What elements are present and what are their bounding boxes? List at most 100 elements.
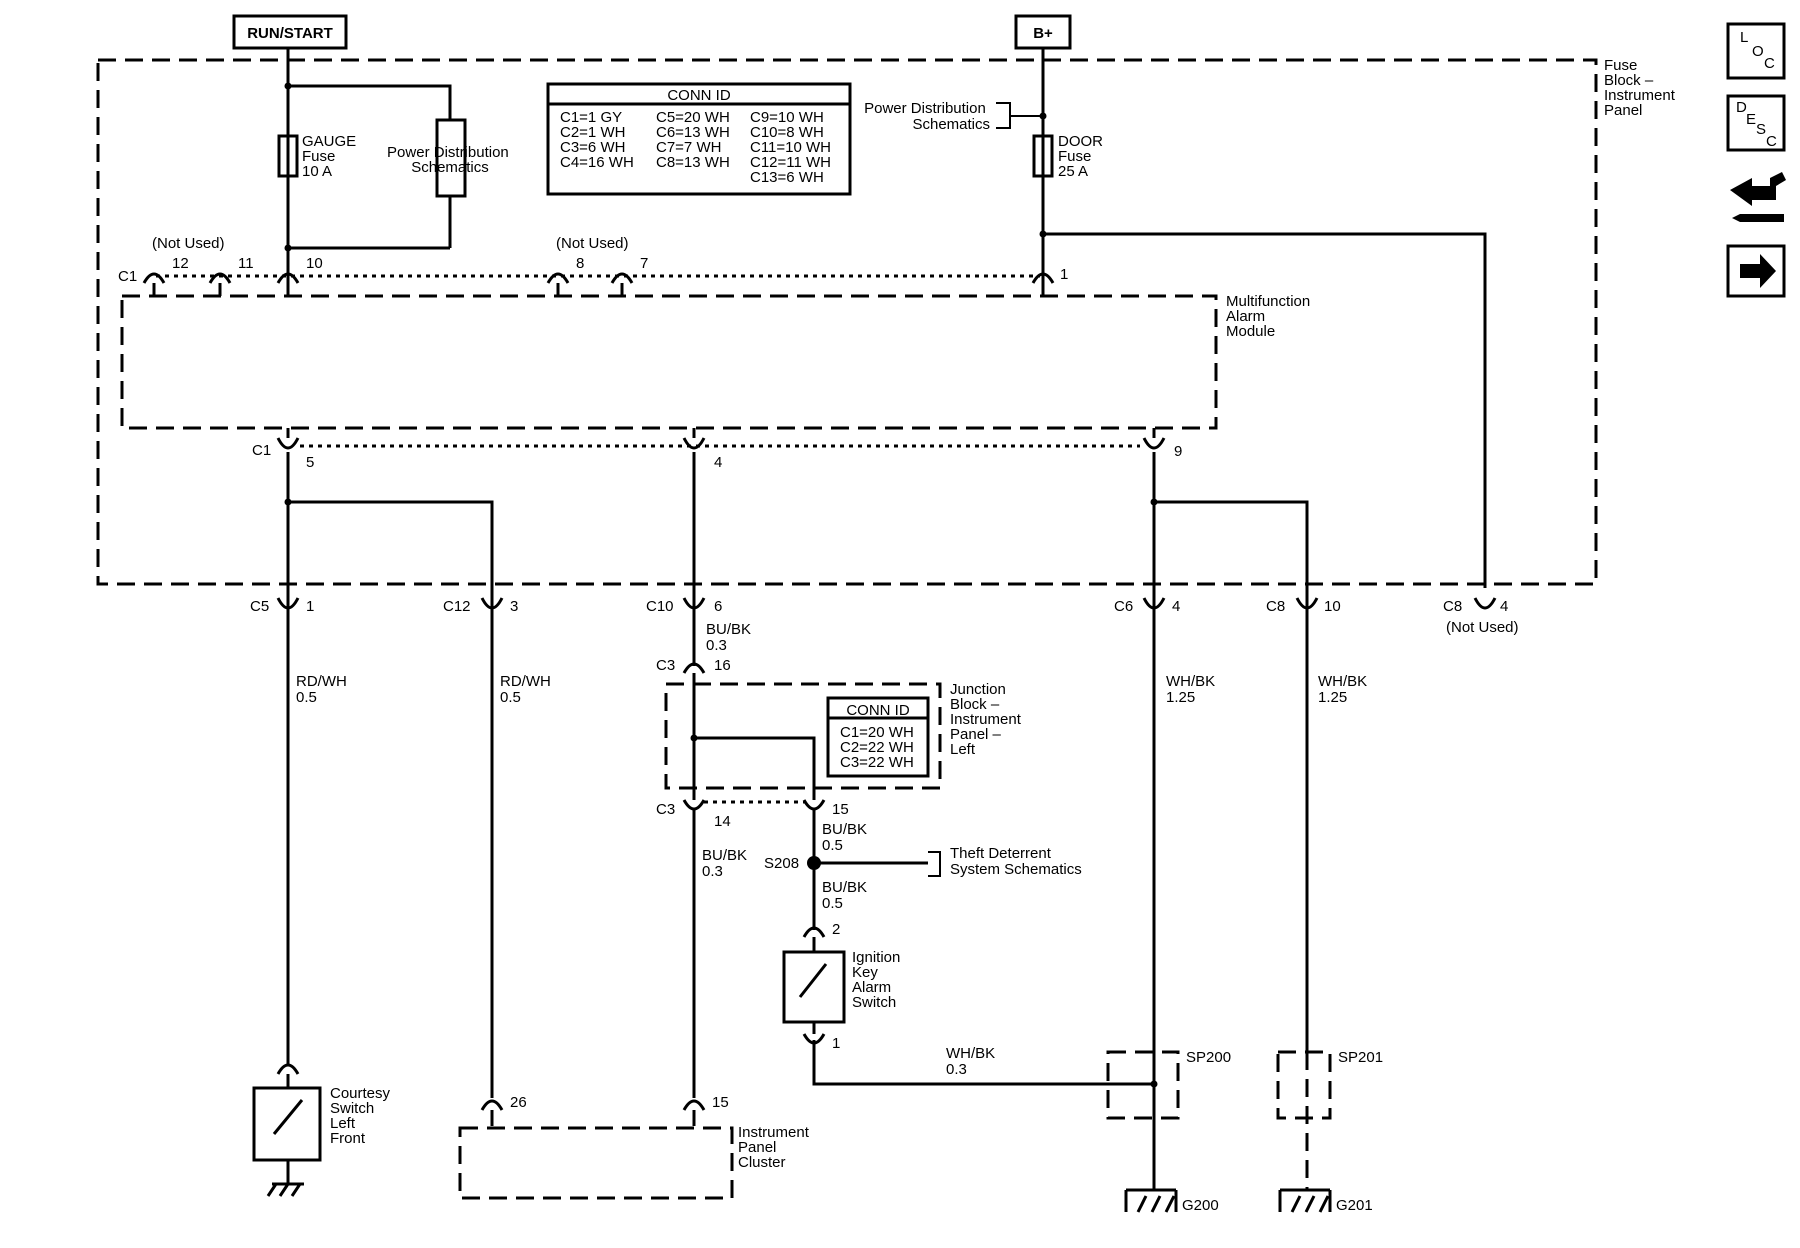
svg-text:1: 1	[1060, 266, 1068, 283]
sp200-label: SP200	[1186, 1049, 1231, 1066]
svg-text:C5: C5	[250, 598, 269, 615]
pin-10: 10	[276, 255, 323, 296]
svg-text:D: D	[1736, 99, 1747, 116]
svg-text:RUN/START: RUN/START	[247, 25, 333, 42]
svg-text:C2=22 WH: C2=22 WH	[840, 739, 914, 756]
wire-label-bubk-4: BU/BK 0.5	[822, 879, 871, 912]
desc-icon[interactable]: D E S C	[1726, 94, 1786, 152]
svg-text:9: 9	[1174, 443, 1182, 460]
svg-text:C6: C6	[1114, 598, 1133, 615]
svg-text:C10=8 WH: C10=8 WH	[750, 124, 824, 141]
loc-icon[interactable]: L O C	[1726, 22, 1786, 80]
svg-text:7: 7	[640, 255, 648, 272]
svg-text:C6=13 WH: C6=13 WH	[656, 124, 730, 141]
junction-out-c3-14: C3 14	[656, 799, 731, 830]
junction-block-label: Junction Block – Instrument Panel – Left	[950, 681, 1025, 758]
svg-text:1: 1	[832, 1035, 840, 1052]
junction-out-15: 15	[802, 799, 849, 818]
junction-in-c3-16: C3 16	[656, 657, 731, 674]
svg-text:C5=20 WH: C5=20 WH	[656, 109, 730, 126]
multifunction-alarm-module	[120, 294, 1218, 430]
svg-text:2: 2	[832, 921, 840, 938]
conn-c8-pin10: C8 10	[1266, 590, 1341, 620]
svg-text:C13=6 WH: C13=6 WH	[750, 169, 824, 186]
cluster-pin-15: 15	[682, 1094, 729, 1126]
svg-text:G200: G200	[1182, 1197, 1219, 1214]
wire-label-bubk-2: BU/BK 0.3	[702, 847, 751, 880]
svg-text:E: E	[1746, 111, 1756, 128]
svg-text:10: 10	[306, 255, 323, 272]
wire-label-rdwh-2: RD/WH 0.5	[500, 673, 555, 706]
gauge-fuse-label: GAUGE Fuse 10 A	[302, 133, 360, 180]
svg-text:12: 12	[172, 255, 189, 272]
conn-c12-pin3: C12 3	[443, 590, 518, 620]
pin-5: 5	[276, 428, 314, 471]
ignition-switch-label: Ignition Key Alarm Switch	[852, 949, 905, 1011]
cluster-label: Instrument Panel Cluster	[738, 1124, 813, 1171]
ground-g200: G200	[1124, 1188, 1219, 1214]
ignition-key-alarm-switch: 2 1	[782, 921, 846, 1052]
courtesy-switch-left-front	[252, 1063, 322, 1197]
pin-11: 11	[208, 255, 254, 296]
junction-conn-id-table: CONN ID C1=20 WH C2=22 WH C3=22 WH	[826, 696, 930, 778]
conn-c5-pin1: C5 1	[250, 590, 314, 620]
svg-text:O: O	[1752, 43, 1764, 60]
svg-text:14: 14	[714, 813, 731, 830]
conn-c8-pin4-not-used: C8 4 (Not Used)	[1443, 597, 1519, 636]
svg-text:CONN ID: CONN ID	[667, 87, 731, 104]
svg-text:S: S	[1756, 121, 1766, 138]
svg-text:3: 3	[510, 598, 518, 615]
power-distribution-left-label: Power Distribution Schematics	[387, 144, 513, 176]
not-used-label-mid: (Not Used)	[556, 235, 629, 252]
svg-text:C8: C8	[1443, 598, 1462, 615]
svg-text:C1=1 GY: C1=1 GY	[560, 109, 622, 126]
fuse-block-label: Fuse Block – Instrument Panel	[1604, 57, 1679, 119]
svg-text:L: L	[1740, 29, 1748, 46]
conn-c6-pin4: C6 4	[1114, 590, 1180, 620]
svg-text:C10: C10	[646, 598, 674, 615]
pin-9: 9	[1142, 428, 1182, 460]
sp200	[1106, 1050, 1180, 1120]
cluster-pin-26: 26	[480, 1094, 527, 1126]
svg-text:C3=6 WH: C3=6 WH	[560, 139, 625, 156]
next-arrow-icon[interactable]	[1726, 244, 1786, 298]
svg-text:26: 26	[510, 1094, 527, 1111]
pin-1: 1	[1031, 266, 1068, 296]
svg-text:4: 4	[714, 454, 722, 471]
power-distribution-right-label: Power Distribution Schematics	[864, 100, 990, 133]
svg-text:4: 4	[1500, 598, 1508, 615]
svg-text:5: 5	[306, 454, 314, 471]
conn-id-table: CONN ID C1=1 GY C5=20 WH C9=10 WH C2=1 W…	[546, 82, 852, 196]
svg-text:B+: B+	[1033, 25, 1053, 42]
connector-icon[interactable]	[1730, 172, 1786, 222]
junction-block-instrument-panel-left	[664, 682, 942, 790]
svg-text:C3: C3	[656, 801, 675, 818]
svg-text:C4=16 WH: C4=16 WH	[560, 154, 634, 171]
svg-text:(Not Used): (Not Used)	[1446, 619, 1519, 636]
conn-c10-pin6: C10 6	[646, 590, 722, 620]
svg-text:C3: C3	[656, 657, 675, 674]
svg-text:C9=10 WH: C9=10 WH	[750, 109, 824, 126]
svg-text:C: C	[1764, 55, 1775, 72]
instrument-panel-cluster	[458, 1126, 734, 1200]
svg-text:C: C	[1766, 133, 1777, 150]
wire-label-whbk-1: WH/BK 1.25	[1166, 673, 1219, 706]
svg-text:C8: C8	[1266, 598, 1285, 615]
svg-text:C3=22 WH: C3=22 WH	[840, 754, 914, 771]
wire-label-bubk-3: BU/BK 0.5	[822, 821, 871, 854]
run-start-label: RUN/START	[232, 14, 348, 50]
wire-label-whbk-2: WH/BK 1.25	[1318, 673, 1371, 706]
svg-text:10: 10	[1324, 598, 1341, 615]
svg-text:C12: C12	[443, 598, 471, 615]
c1-bottom-connector-label: C1	[252, 442, 271, 459]
pin-8: 8	[546, 255, 584, 296]
theft-deterrent-label: Theft Deterrent System Schematics	[950, 845, 1082, 878]
alarm-module-label: Multifunction Alarm Module	[1226, 293, 1314, 340]
sp201	[1276, 1050, 1332, 1120]
svg-text:C7=7 WH: C7=7 WH	[656, 139, 721, 156]
splice-s208: S208	[764, 855, 821, 872]
svg-text:C12=11 WH: C12=11 WH	[750, 154, 831, 171]
b-plus-label: B+	[1014, 14, 1072, 50]
courtesy-switch-label: Courtesy Switch Left Front	[330, 1085, 394, 1147]
